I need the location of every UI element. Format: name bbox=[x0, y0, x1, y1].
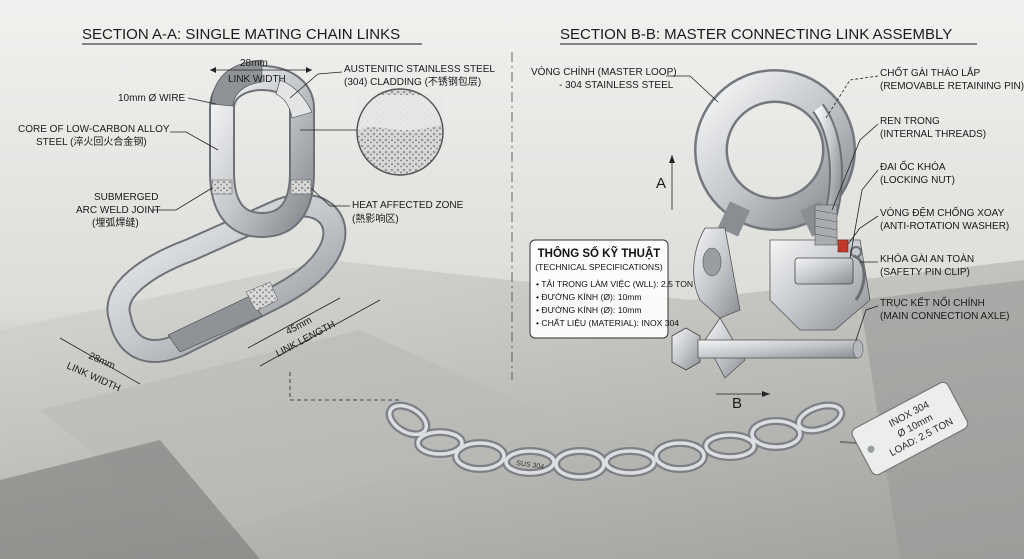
spec-item: • ĐƯỜNG KÍNH (Ø): 10mm bbox=[536, 292, 642, 302]
lower-link-weld-zone bbox=[245, 281, 279, 312]
section-a-title: SECTION A-A: SINGLE MATING CHAIN LINKS bbox=[82, 26, 400, 43]
marker-a-text: A bbox=[656, 175, 666, 192]
upper-link-heat-zone bbox=[290, 179, 312, 195]
upper-link-core-cutaway bbox=[210, 59, 263, 107]
specifications-box: THÔNG SỐ KỸ THUẬT (TECHNICAL SPECIFICATI… bbox=[529, 239, 693, 339]
core-label-line1: CORE OF LOW-CARBON ALLOY bbox=[18, 124, 170, 135]
haz-label-line2: (熱影响区) bbox=[352, 212, 399, 225]
internal-threads bbox=[814, 204, 838, 246]
marker-b-text: B bbox=[732, 395, 742, 412]
section-marker-a: A bbox=[656, 155, 675, 210]
microstructure-magnifier bbox=[300, 88, 444, 176]
washer-label-line2: (ANTI-ROTATION WASHER) bbox=[880, 221, 1009, 232]
weld-label-line2: ARC WELD JOINT bbox=[76, 205, 160, 216]
upper-link-weld-joint bbox=[211, 179, 233, 195]
main-connection-axle bbox=[671, 327, 864, 371]
master-loop-label-line1: VÒNG CHÍNH (MASTER LOOP) bbox=[531, 65, 677, 78]
locking-nut-label-line2: (LOCKING NUT) bbox=[880, 175, 955, 186]
weld-label-line1: SUBMERGED bbox=[94, 192, 158, 203]
cladding-label-line1: AUSTENITIC STAINLESS STEEL bbox=[344, 64, 495, 75]
safety-clip-label-line1: KHÓA GÀI AN TOÀN bbox=[880, 252, 974, 265]
section-b-title: SECTION B-B: MASTER CONNECTING LINK ASSE… bbox=[560, 26, 952, 43]
section-marker-b: B bbox=[716, 391, 770, 412]
washer-label-line1: VÒNG ĐỆM CHỐNG XOAY bbox=[880, 205, 1005, 219]
top-width-label: LINK WIDTH bbox=[228, 74, 286, 85]
axle-label-line2: (MAIN CONNECTION AXLE) bbox=[880, 311, 1009, 322]
top-width-value: 28mm bbox=[240, 58, 268, 69]
spec-item: • ĐƯỜNG KÍNH (Ø): 10mm bbox=[536, 305, 642, 315]
chain-stamp: SUS 304 bbox=[516, 460, 545, 471]
upper-link-cladding-cutaway bbox=[275, 79, 313, 119]
weld-label-line3: (埋弧焊缝) bbox=[92, 216, 139, 229]
upper-chain-link bbox=[209, 59, 315, 238]
spec-item: • TẢI TRỌNG LÀM VIỆC (WLL): 2.5 TON bbox=[536, 278, 693, 289]
core-label-line2: STEEL (淬火回火合金钢) bbox=[36, 135, 147, 148]
chain-tag: INOX 304 Ø 10mm LOAD: 2.5 TON bbox=[839, 381, 969, 476]
haz-label-line1: HEAT AFFECTED ZONE bbox=[352, 200, 464, 211]
threads-label-line1: REN TRONG bbox=[880, 116, 940, 127]
threads-label-line2: (INTERNAL THREADS) bbox=[880, 129, 986, 140]
specifications-subtitle: (TECHNICAL SPECIFICATIONS) bbox=[535, 262, 663, 272]
retaining-pin-label-line2: (REMOVABLE RETAINING PIN) bbox=[880, 81, 1024, 92]
anti-rotation-washer bbox=[837, 239, 849, 253]
lower-chain-link bbox=[106, 193, 347, 363]
safety-clip-label-line2: (SAFETY PIN CLIP) bbox=[880, 267, 970, 278]
specifications-title: THÔNG SỐ KỸ THUẬT bbox=[538, 246, 661, 260]
master-loop-label-line2: - 304 STAINLESS STEEL bbox=[559, 80, 674, 91]
spec-item: • CHẤT LIỆU (MATERIAL): INOX 304 bbox=[536, 318, 679, 328]
retaining-pin-label-line1: CHỐT GÀI THÁO LẮP bbox=[880, 65, 981, 79]
axle-label-line1: TRỤC KẾT NỐI CHÍNH bbox=[880, 295, 985, 309]
bottom-width-value: 28mm bbox=[87, 351, 117, 372]
lower-link-core-cutaway bbox=[167, 295, 263, 353]
locking-nut-label-line1: ĐAI ỐC KHÓA bbox=[880, 159, 946, 173]
locking-nut bbox=[794, 257, 854, 285]
hanging-chain: SUS 304 bbox=[385, 401, 846, 481]
wire-label: 10mm Ø WIRE bbox=[118, 93, 186, 104]
cladding-label-line2: (304) CLADDING (不锈钢包层) bbox=[344, 75, 481, 88]
top-width-dimension: 28mm LINK WIDTH bbox=[210, 58, 312, 85]
